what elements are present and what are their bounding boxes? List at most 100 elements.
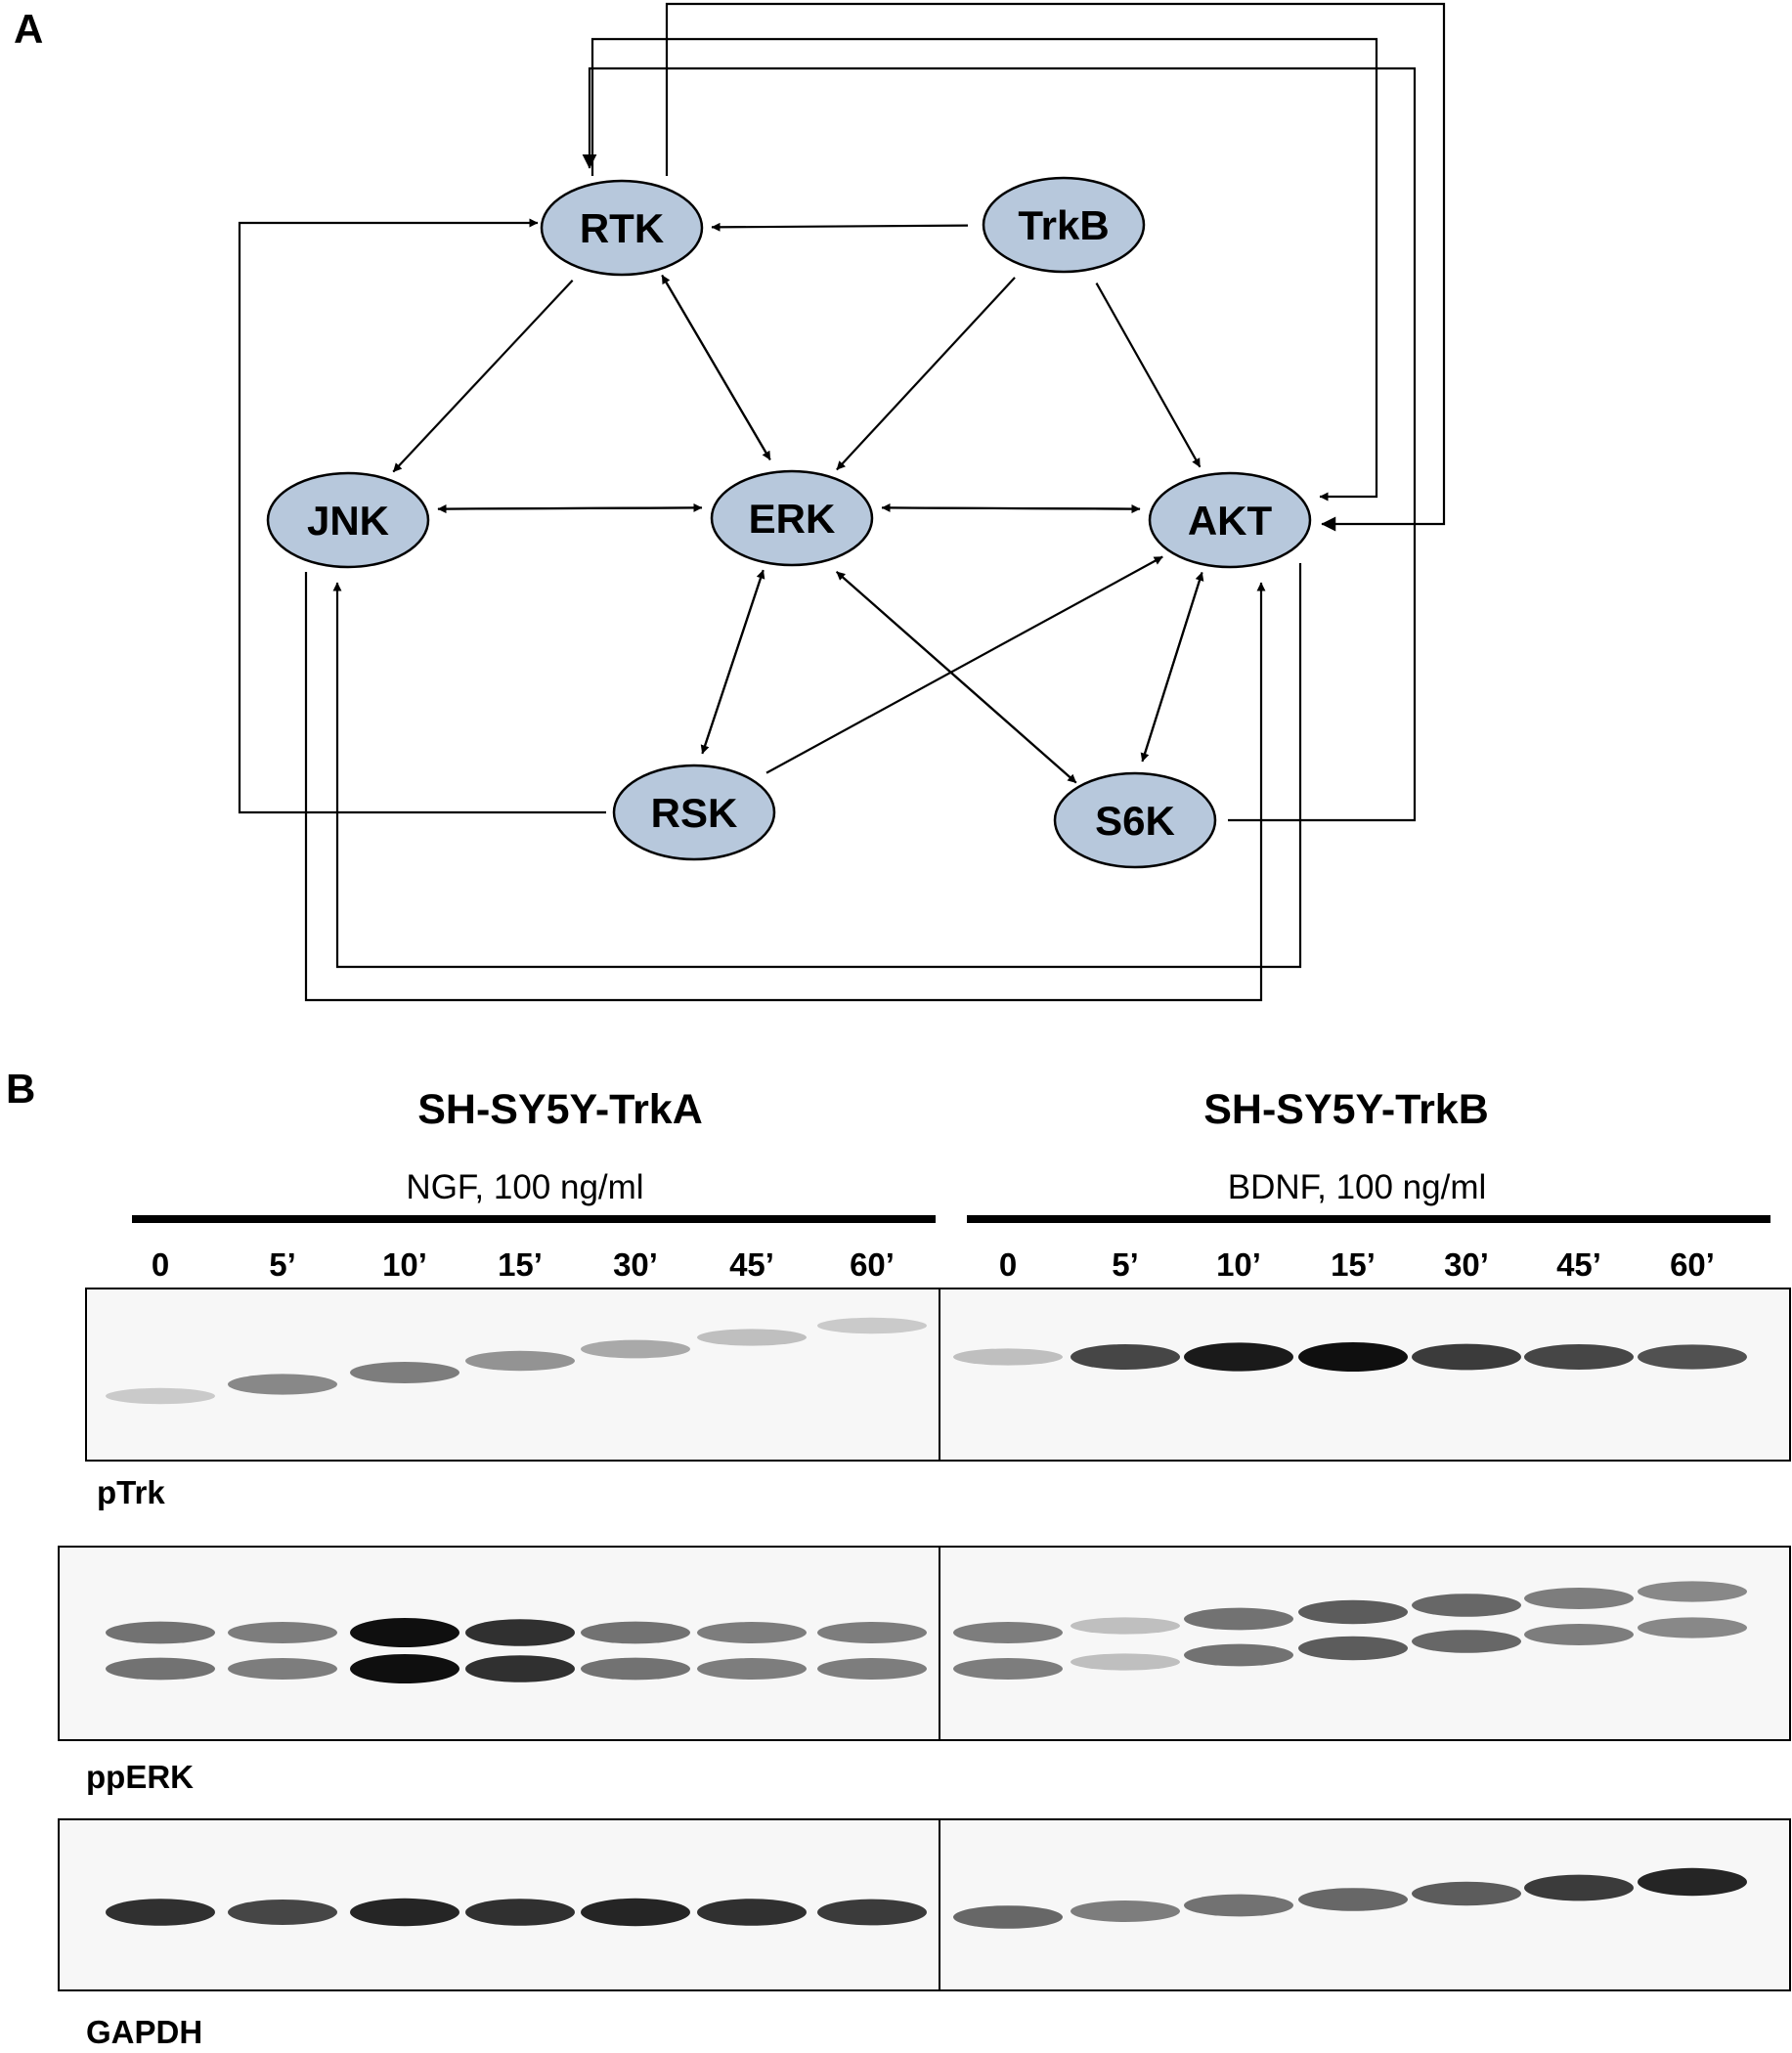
- blot-band: [953, 1658, 1063, 1680]
- timepoint-label: 45’: [1556, 1246, 1601, 1283]
- edge-rsk-to-rtk: [238, 218, 606, 814]
- blot-band: [1412, 1630, 1521, 1653]
- blot-band: [581, 1339, 690, 1359]
- blot-band: [1412, 1881, 1521, 1906]
- node-trkb: TrkB: [982, 176, 1146, 274]
- node-jnk-shape: [266, 471, 430, 569]
- blot-band: [1071, 1653, 1180, 1671]
- blot-band: [228, 1900, 337, 1925]
- edge-s6k-to-akt: [1143, 571, 1204, 757]
- edge-trkb-to-erk: [836, 277, 1016, 471]
- edge-rtk-to-akt: [590, 37, 1378, 502]
- blot-band: [228, 1658, 337, 1680]
- node-trkb-shape: [982, 176, 1146, 274]
- timepoint-label: 60’: [850, 1246, 895, 1283]
- node-erk-shape: [710, 469, 874, 567]
- blot-band: [953, 1622, 1063, 1643]
- edge-trkb-to-akt: [1095, 282, 1202, 468]
- blot-band: [581, 1657, 690, 1681]
- blot-band: [1412, 1343, 1521, 1371]
- timepoint-label: 0: [999, 1246, 1017, 1283]
- blot-band: [350, 1618, 459, 1647]
- node-akt-shape: [1148, 471, 1312, 569]
- blot-band: [953, 1905, 1063, 1929]
- edge-rsk-to-akt: [765, 555, 1163, 774]
- blot-label: ppERK: [86, 1759, 194, 1795]
- timepoint-label: 0: [152, 1246, 169, 1283]
- blot-band: [697, 1658, 807, 1680]
- blot-band: [1184, 1607, 1293, 1631]
- edge-s6k-to-rtk: [582, 66, 1417, 822]
- blot-band: [1524, 1588, 1634, 1609]
- blot-band: [350, 1362, 459, 1383]
- blot-band: [350, 1654, 459, 1683]
- blot-band: [581, 1621, 690, 1644]
- node-s6k-label: S6K: [1095, 798, 1175, 844]
- blot-band: [1638, 1867, 1747, 1897]
- pathway-edges: [238, 2, 1446, 1002]
- blot-band: [1298, 1599, 1408, 1625]
- blot-band: [581, 1898, 690, 1927]
- blot-label: pTrk: [97, 1474, 165, 1510]
- group-title-trka: SH-SY5Y-TrkA: [417, 1086, 703, 1133]
- timepoint-label: 30’: [1444, 1246, 1489, 1283]
- blot-band: [228, 1374, 337, 1395]
- blot-band: [1524, 1874, 1634, 1901]
- blot-band: [1184, 1643, 1293, 1667]
- blot-band: [1071, 1900, 1180, 1922]
- edge-trkb-to-rtk: [711, 222, 969, 232]
- blot-band: [465, 1619, 575, 1646]
- timepoint-label: 5’: [1112, 1246, 1139, 1283]
- group-title-trkb: SH-SY5Y-TrkB: [1203, 1086, 1489, 1133]
- node-erk-label: ERK: [749, 496, 836, 542]
- blot-band: [697, 1899, 807, 1926]
- treatment-label-ngf: NGF, 100 ng/ml: [406, 1168, 643, 1206]
- blot-gapdh: GAPDH: [58, 1818, 1791, 2050]
- timepoint-label: 15’: [1331, 1246, 1376, 1283]
- node-rsk-shape: [612, 764, 776, 861]
- blot-band: [1524, 1344, 1634, 1370]
- blot-band: [465, 1655, 575, 1682]
- blot-band: [817, 1899, 927, 1926]
- blot-membrane: [58, 1546, 1791, 1741]
- blot-membrane: [85, 1288, 1791, 1462]
- blot-band: [106, 1657, 215, 1681]
- blot-label: GAPDH: [86, 2014, 202, 2050]
- treatment-label-bdnf: BDNF, 100 ng/ml: [1228, 1168, 1487, 1206]
- panel-a-letter: A: [14, 6, 43, 52]
- treatment-bar-bdnf: [967, 1215, 1770, 1223]
- timepoint-label: 30’: [613, 1246, 658, 1283]
- node-jnk: JNK: [266, 471, 430, 569]
- blot-pperk: ppERK: [58, 1546, 1791, 1795]
- blot-band: [1298, 1888, 1408, 1911]
- node-erk: ERK: [710, 469, 874, 567]
- node-jnk-label: JNK: [307, 498, 389, 544]
- panel-b-letter: B: [6, 1066, 35, 1112]
- node-rsk-label: RSK: [651, 790, 738, 836]
- node-rtk-shape: [540, 179, 704, 277]
- timepoint-label: 10’: [1216, 1246, 1261, 1283]
- node-trkb-label: TrkB: [1018, 202, 1109, 248]
- blot-band: [465, 1899, 575, 1926]
- blot-band: [106, 1387, 215, 1405]
- blot-membrane: [58, 1818, 1791, 1991]
- blot-band: [465, 1350, 575, 1372]
- blot-band: [106, 1621, 215, 1644]
- blot-band: [228, 1622, 337, 1643]
- treatment-bar-ngf: [132, 1215, 936, 1223]
- blot-band: [697, 1329, 807, 1346]
- edge-akt-to-erk: [881, 502, 1135, 512]
- edge-jnk-to-akt: [304, 572, 1266, 1002]
- edge-rtk-to-jnk: [392, 280, 574, 473]
- blot-band: [1638, 1581, 1747, 1602]
- blot-band: [1638, 1344, 1747, 1370]
- timepoint-label: 45’: [729, 1246, 774, 1283]
- timepoint-label: 5’: [269, 1246, 296, 1283]
- blot-band: [106, 1899, 215, 1926]
- blot-band: [817, 1317, 927, 1334]
- blot-band: [1184, 1894, 1293, 1917]
- blot-band: [1071, 1617, 1180, 1635]
